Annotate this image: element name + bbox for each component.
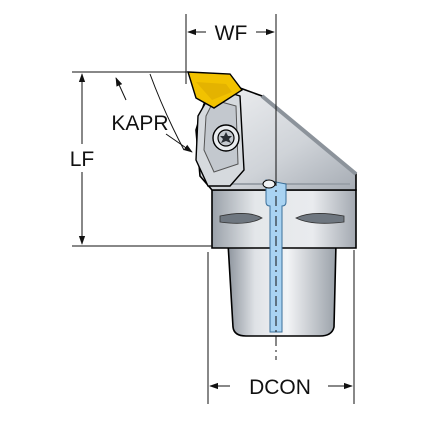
kapr-label: KAPR bbox=[111, 112, 168, 135]
torx-socket-icon bbox=[220, 132, 232, 143]
lf-dimension: LF bbox=[70, 71, 212, 247]
clamp-screw bbox=[212, 124, 240, 152]
lf-label: LF bbox=[70, 148, 95, 171]
dcon-label: DCON bbox=[249, 376, 311, 399]
clamp-slot-right bbox=[295, 213, 345, 224]
wf-label: WF bbox=[215, 22, 248, 45]
dcon-dimension: DCON bbox=[207, 250, 355, 404]
wf-dimension: WF bbox=[185, 14, 277, 176]
kapr-dimension: KAPR bbox=[111, 73, 193, 153]
clamp-slot-left bbox=[219, 213, 263, 224]
cutting-insert bbox=[187, 71, 244, 109]
